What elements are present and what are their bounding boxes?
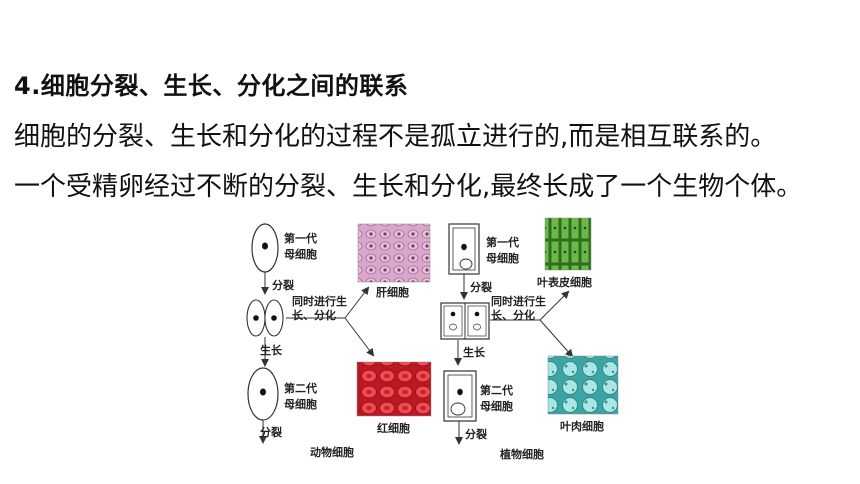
plant-mother-label-2: 母细胞	[486, 251, 519, 265]
mesophyll-label: 叶肉细胞	[560, 419, 604, 433]
plant-second-label-1: 第二代	[480, 383, 513, 397]
epidermis-label: 叶表皮细胞	[537, 275, 592, 289]
mesophyll-image	[547, 355, 619, 415]
paragraph-1: 细胞的分裂、生长和分化的过程不是孤立进行的,而是相互联系的。	[14, 122, 777, 152]
plant-divide-label-2: 分裂	[465, 427, 487, 441]
animal-divide-label: 分裂	[272, 278, 294, 292]
animal-caption: 动物细胞	[310, 445, 354, 459]
plant-grow-label: 生长	[463, 345, 486, 359]
plant-second-label-2: 母细胞	[480, 399, 513, 413]
plant-simultaneous-label-1: 同时进行生	[491, 294, 546, 308]
plant-cell-branch: 第一代 母细胞 分裂 同时进行生 长、分化 生长 第二代 母细胞 分裂 植物细胞…	[440, 217, 619, 461]
animal-grow-label: 生长	[260, 343, 283, 357]
animal-divide-label-2: 分裂	[260, 425, 282, 439]
liver-cell-image	[357, 223, 431, 283]
animal-second-label-1: 第二代	[284, 381, 317, 395]
animal-simultaneous-label-2: 长、分化	[292, 308, 336, 322]
plant-simultaneous-label-2: 长、分化	[491, 308, 535, 322]
red-blood-cell-image	[356, 361, 432, 417]
animal-simultaneous-label-1: 同时进行生	[292, 294, 347, 308]
rbc-label: 红细胞	[377, 421, 410, 435]
animal-nucleus	[262, 242, 268, 250]
animal-second-label-2: 母细胞	[284, 397, 317, 411]
paragraph-2: 一个受精卵经过不断的分裂、生长和分化,最终长成了一个生物个体。	[14, 172, 803, 202]
plant-divide-label: 分裂	[470, 280, 492, 294]
plant-mother-label-1: 第一代	[486, 235, 519, 249]
plant-caption: 植物细胞	[499, 447, 544, 461]
leaf-epidermis-image	[544, 217, 592, 271]
animal-mother-label-1: 第一代	[284, 231, 317, 245]
section-heading: 4.细胞分裂、生长、分化之间的联系	[14, 72, 409, 100]
liver-label: 肝细胞	[376, 285, 409, 299]
animal-mother-label-2: 母细胞	[284, 247, 317, 261]
animal-cell-branch: 第一代 母细胞 分裂 同时进行生 长、分化 生长 第二代 母细胞 分裂 动物细胞…	[246, 223, 432, 459]
